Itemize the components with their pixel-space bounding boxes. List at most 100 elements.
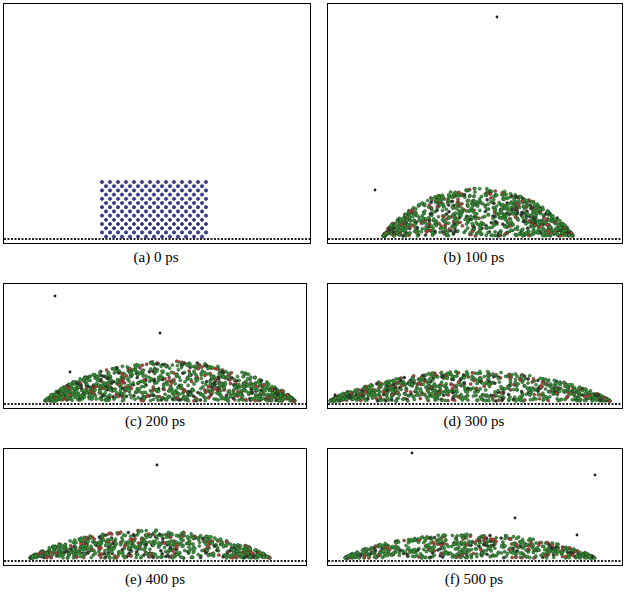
atom bbox=[511, 212, 514, 215]
atom bbox=[104, 218, 107, 221]
atom bbox=[521, 231, 524, 234]
atom bbox=[460, 212, 463, 215]
atom bbox=[406, 223, 409, 226]
atom bbox=[144, 218, 147, 221]
atom bbox=[115, 391, 118, 394]
atom bbox=[100, 231, 103, 234]
atom bbox=[430, 201, 433, 204]
atom bbox=[431, 234, 434, 237]
atom bbox=[200, 218, 203, 221]
atom bbox=[494, 230, 497, 233]
atom bbox=[176, 364, 179, 367]
atom bbox=[446, 231, 449, 234]
atom bbox=[156, 189, 159, 192]
atom bbox=[499, 231, 502, 234]
atom bbox=[164, 180, 167, 183]
atom bbox=[528, 220, 531, 223]
atom bbox=[468, 195, 471, 198]
atom bbox=[452, 226, 455, 229]
atom bbox=[112, 201, 115, 204]
atom bbox=[174, 382, 177, 385]
atom bbox=[128, 185, 131, 188]
atom bbox=[128, 210, 131, 213]
atom bbox=[124, 231, 127, 234]
atom bbox=[190, 380, 193, 383]
atom bbox=[188, 206, 191, 209]
atom bbox=[530, 233, 533, 236]
atom bbox=[140, 189, 143, 192]
atom bbox=[148, 206, 151, 209]
atom bbox=[385, 232, 388, 235]
atom bbox=[188, 189, 191, 192]
atom bbox=[124, 197, 127, 200]
atom bbox=[148, 197, 151, 200]
atom bbox=[116, 222, 119, 225]
atom bbox=[132, 394, 135, 397]
atom bbox=[95, 398, 98, 401]
atom bbox=[244, 398, 247, 401]
atom bbox=[164, 222, 167, 225]
atom bbox=[190, 365, 193, 368]
atom bbox=[184, 210, 187, 213]
atom bbox=[192, 210, 195, 213]
atom bbox=[184, 201, 187, 204]
atom bbox=[167, 373, 170, 376]
atom bbox=[554, 218, 557, 221]
atom bbox=[256, 389, 259, 392]
atom bbox=[466, 227, 469, 230]
atom bbox=[444, 229, 447, 232]
atom bbox=[265, 383, 268, 386]
atom bbox=[516, 212, 519, 215]
atom bbox=[184, 218, 187, 221]
atom bbox=[148, 214, 151, 217]
atom bbox=[219, 394, 222, 397]
atom bbox=[160, 218, 163, 221]
atom bbox=[536, 212, 539, 215]
atom bbox=[191, 388, 194, 391]
atom bbox=[456, 223, 459, 226]
atom bbox=[152, 201, 155, 204]
atom bbox=[168, 235, 171, 238]
atom bbox=[491, 234, 494, 237]
atom bbox=[524, 222, 527, 225]
atom bbox=[526, 212, 529, 215]
atom bbox=[160, 235, 163, 238]
atom bbox=[478, 217, 481, 220]
atom bbox=[128, 201, 131, 204]
atom bbox=[435, 199, 438, 202]
atom bbox=[500, 208, 503, 211]
atom bbox=[116, 378, 119, 381]
atom bbox=[492, 198, 495, 201]
atom bbox=[196, 189, 199, 192]
atom bbox=[168, 210, 171, 213]
atom bbox=[233, 393, 236, 396]
atom bbox=[436, 205, 439, 208]
atom bbox=[546, 234, 549, 237]
atom bbox=[451, 196, 454, 199]
atom bbox=[132, 222, 135, 225]
atom bbox=[571, 234, 574, 237]
atom bbox=[498, 201, 501, 204]
atom bbox=[466, 203, 469, 206]
atom bbox=[556, 233, 559, 236]
atom bbox=[509, 218, 512, 221]
atom bbox=[532, 201, 535, 204]
atom bbox=[108, 214, 111, 217]
atom bbox=[204, 206, 207, 209]
atom bbox=[521, 216, 524, 219]
atom bbox=[168, 201, 171, 204]
atom bbox=[549, 226, 552, 229]
atom bbox=[457, 198, 460, 201]
atom bbox=[141, 370, 144, 373]
atom bbox=[263, 386, 266, 389]
atom bbox=[181, 372, 184, 375]
atom bbox=[521, 200, 524, 203]
atom bbox=[168, 218, 171, 221]
atom bbox=[123, 396, 126, 399]
atom bbox=[413, 212, 416, 215]
atom bbox=[120, 193, 123, 196]
atom bbox=[100, 214, 103, 217]
atom bbox=[144, 235, 147, 238]
atom bbox=[552, 229, 555, 232]
atom bbox=[196, 214, 199, 217]
